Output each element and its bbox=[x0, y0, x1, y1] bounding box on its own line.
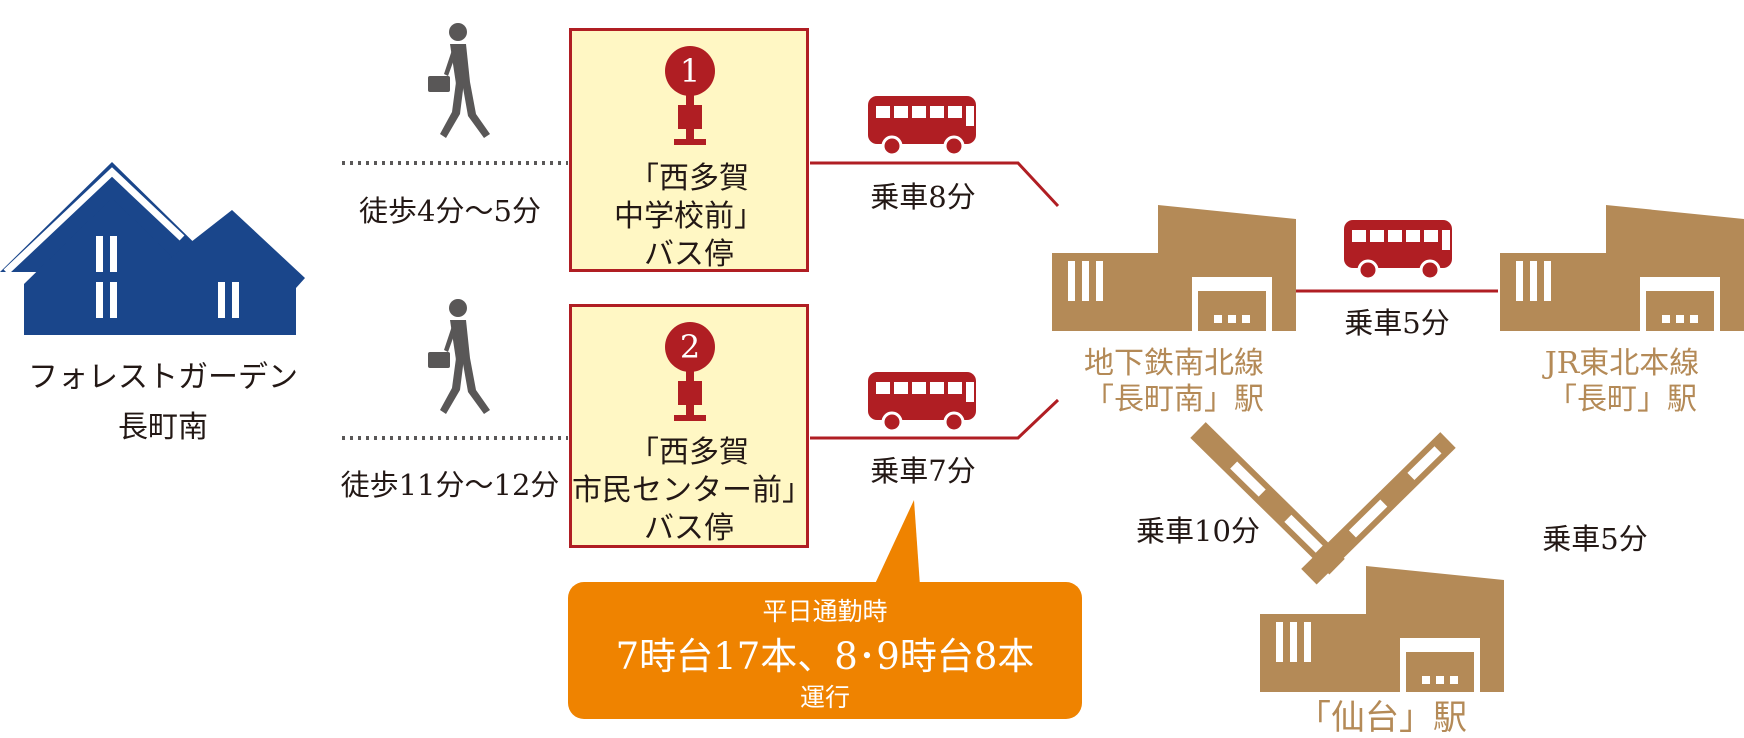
frequency-callout: 平日通勤時 7時台17本、8･9時台8本 運行 bbox=[568, 582, 1082, 719]
home-area: 長町南 bbox=[118, 410, 208, 445]
bus-stop-card-2: 2 「西多賀 市民センター前」 バス停 bbox=[569, 304, 812, 548]
station-name-nagamachi: 「長町」駅 bbox=[1547, 382, 1697, 417]
ride-time-minami-nagamachi: 乗車5分 bbox=[1344, 306, 1450, 340]
station-icon-nagamachi bbox=[1500, 205, 1744, 331]
walk-time-2: 徒歩11分〜12分 bbox=[340, 468, 560, 502]
bus-stop-name-line: バス停 bbox=[644, 511, 734, 546]
station-name-sendai: 「仙台」駅 bbox=[1297, 698, 1467, 738]
bus-icon-3 bbox=[1344, 220, 1452, 280]
bus-icon-1 bbox=[868, 96, 976, 156]
bus-stop-icon: 1 bbox=[665, 46, 715, 145]
rail-track-1 bbox=[1190, 422, 1345, 575]
bus-stop-card-1: 1 「西多賀 中学校前」 バス停 bbox=[569, 28, 809, 272]
bus-line-1 bbox=[810, 161, 1060, 208]
rail-track-2 bbox=[1301, 432, 1456, 585]
bus-stop-name-line: 「西多賀 bbox=[629, 435, 749, 470]
bus-line-2 bbox=[810, 398, 1060, 440]
station-line-nagamachi: JR東北本線 bbox=[1544, 346, 1700, 381]
callout-footer: 運行 bbox=[799, 683, 850, 712]
callout-main: 7時台17本、8･9時台8本 bbox=[615, 635, 1035, 678]
station-icon-sendai bbox=[1260, 566, 1504, 692]
callout-title: 平日通勤時 bbox=[762, 597, 888, 626]
ride-time-1: 乗車8分 bbox=[870, 180, 976, 214]
bus-stop-name-line: 中学校前」 bbox=[614, 199, 764, 234]
house-icon bbox=[0, 162, 305, 335]
bus-stop-name-line: 市民センター前」 bbox=[572, 473, 812, 508]
home-name: フォレストガーデン bbox=[28, 360, 298, 395]
station-name-nagamachi-minami: 「長町南」駅 bbox=[1084, 382, 1264, 417]
walker-icon-2 bbox=[428, 299, 490, 414]
bus-stop-number: 1 bbox=[680, 52, 700, 90]
bus-stop-name-line: バス停 bbox=[644, 237, 734, 272]
walker-icon-1 bbox=[428, 23, 490, 138]
station-icon-nagamachi-minami bbox=[1052, 205, 1296, 331]
bus-stop-number: 2 bbox=[680, 328, 700, 366]
bus-stop-name-line: 「西多賀 bbox=[629, 161, 749, 196]
ride-time-nagamachi-sendai: 乗車5分 bbox=[1542, 522, 1648, 556]
walk-time-1: 徒歩4分〜5分 bbox=[359, 194, 541, 228]
bus-stop-icon: 2 bbox=[665, 322, 715, 421]
bus-icon-2 bbox=[868, 372, 976, 432]
ride-time-2: 乗車7分 bbox=[870, 454, 976, 488]
station-line-nagamachi-minami: 地下鉄南北線 bbox=[1084, 346, 1264, 381]
ride-time-minami-sendai: 乗車10分 bbox=[1136, 514, 1260, 548]
callout-pointer bbox=[874, 500, 920, 586]
